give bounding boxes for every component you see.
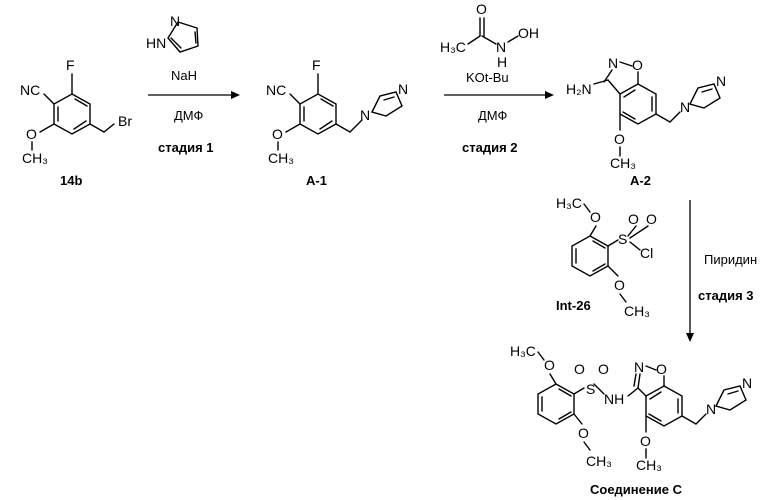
sulfonyl-o1: O [574, 361, 585, 377]
h3c-group: H₃C [556, 195, 582, 211]
oxygen-atom: O [578, 425, 589, 441]
arrowhead-step-1 [231, 91, 240, 99]
oxygen-atom: O [614, 131, 625, 147]
bromine-atom: Br [118, 113, 132, 129]
pyrazole-n: N [170, 13, 180, 29]
reagent-pyridine: Пиридин [704, 252, 757, 267]
methyl-group: CH₃ [610, 155, 636, 171]
stage-3-label: стадия 3 [698, 288, 754, 303]
pyrazole-n1: N [360, 107, 370, 123]
amino-group: H₂N [566, 81, 592, 97]
stage-2-label: стадия 2 [462, 140, 518, 155]
oxygen-atom: O [544, 357, 555, 373]
oxygen-atom: O [640, 433, 651, 449]
compound-label-int26: Int-26 [556, 298, 591, 313]
pyrazole-n1: N [706, 401, 716, 417]
nitrile-group: NC [266, 82, 286, 98]
acetohydroxamic-acid-reagent: H₃C O N H OH [440, 1, 539, 70]
reagent-nah: NaH [171, 68, 197, 83]
hydroxyl-group: OH [518, 25, 539, 41]
sulfonyl-o1: O [628, 211, 639, 227]
compound-int26: H₃C O S O O Cl O CH₃ Int-26 [556, 195, 657, 319]
reagent-kotbu: KOt-Bu [466, 70, 509, 85]
isoxazole-o: O [656, 361, 667, 377]
fluorine-atom: F [66, 57, 75, 73]
sulfur-atom: S [618, 231, 627, 247]
reaction-step-2: H₃C O N H OH KOt-Bu ДМФ стадия 2 [440, 1, 554, 155]
compound-a1: F NC O CH₃ N N A-1 [266, 57, 408, 188]
fluorine-atom: F [312, 57, 321, 73]
solvent-dmf-1: ДМФ [174, 108, 203, 123]
isoxazole-n: N [608, 55, 618, 71]
sulfonamide-nh: NH [604, 391, 624, 407]
pyrazole-n2: N [716, 73, 726, 89]
methyl-group: CH₃ [268, 150, 294, 166]
methyl-group: CH₃ [624, 303, 650, 319]
oxygen-atom: O [272, 126, 283, 142]
methyl-group: CH₃ [636, 457, 662, 473]
reaction-step-3: Пиридин стадия 3 [686, 200, 757, 342]
h3c-group: H₃C [440, 39, 466, 55]
compound-final: H₃C O O CH₃ S O O NH N O O CH₃ [510, 343, 752, 497]
sulfonyl-o2: O [598, 361, 609, 377]
amide-h: H [497, 54, 507, 70]
pyrazole-n2: N [398, 81, 408, 97]
compound-a2: N O H₂N O CH₃ N N A-2 [566, 55, 726, 188]
pyrazole-reagent: N HN [146, 13, 198, 52]
pyrazole-hn: HN [146, 35, 166, 51]
methyl-group: CH₃ [22, 150, 48, 166]
h3c-group: H₃C [510, 343, 536, 359]
compound-label-final: Соединение С [590, 482, 683, 497]
solvent-dmf-2: ДМФ [478, 108, 507, 123]
oxygen-atom: O [590, 209, 601, 225]
oxygen-atom: O [614, 277, 625, 293]
isoxazole-n: N [634, 359, 644, 375]
amide-nh: N [496, 39, 506, 55]
compound-label-a2: A-2 [630, 173, 651, 188]
stage-1-label: стадия 1 [158, 140, 214, 155]
methyl-group: CH₃ [586, 453, 612, 469]
chlorine-atom: Cl [640, 245, 653, 261]
sulfonyl-o2: O [646, 211, 657, 227]
isoxazole-o: O [632, 57, 643, 73]
compound-label-a1: A-1 [306, 173, 327, 188]
carbonyl-o: O [476, 1, 487, 17]
compound-14b: F NC O CH₃ Br 14b [20, 57, 132, 188]
compound-label-14b: 14b [60, 173, 82, 188]
nitrile-group: NC [20, 82, 40, 98]
oxygen-atom: O [26, 126, 37, 142]
arrowhead-step-3 [686, 333, 694, 342]
pyrazole-n2: N [742, 375, 752, 391]
arrowhead-step-2 [545, 91, 554, 99]
pyrazole-n1: N [680, 99, 690, 115]
reaction-step-1: N HN NaH ДМФ стадия 1 [146, 13, 240, 155]
